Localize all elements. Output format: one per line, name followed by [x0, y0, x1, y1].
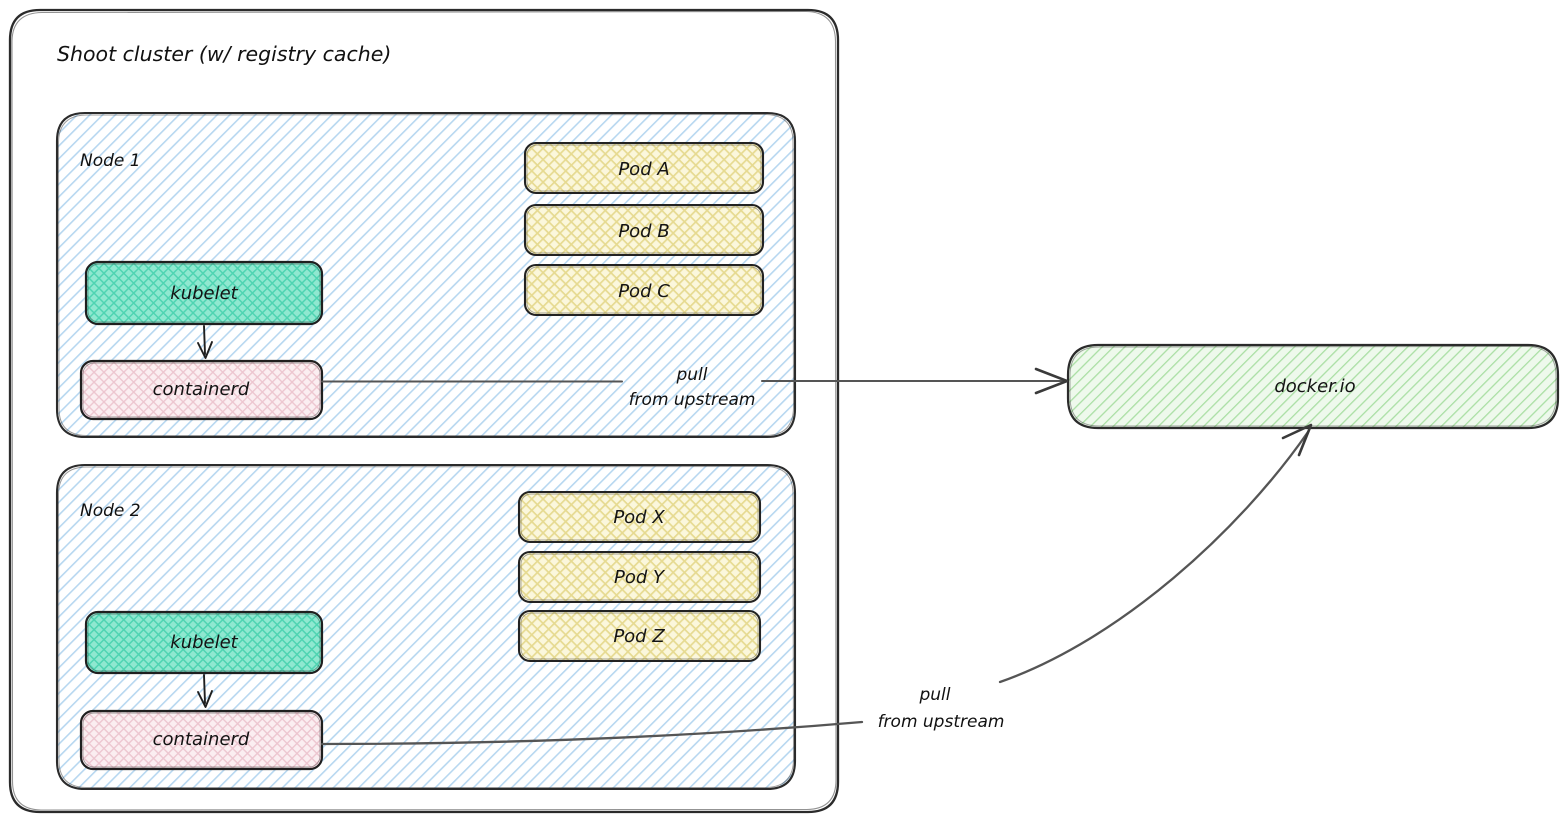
kubelet-to-containerd-arrow	[197, 674, 213, 708]
pod-label: Pod A	[618, 159, 669, 180]
kubelet-to-containerd-arrow	[197, 325, 213, 359]
pod-label: Pod Z	[613, 626, 665, 647]
cluster-title: Shoot cluster (w/ registry cache)	[57, 42, 391, 66]
pod-label: Pod X	[613, 507, 665, 528]
containerd-box[interactable]: containerd	[79, 709, 324, 771]
containerd-label: containerd	[153, 729, 250, 750]
pod-label: Pod B	[618, 221, 669, 242]
kubelet-box[interactable]: kubelet	[84, 610, 324, 675]
edge-label-pull-line2: from upstream	[629, 390, 756, 410]
kubelet-box[interactable]: kubelet	[84, 260, 324, 326]
edge-node1-pull: pull from upstream	[320, 365, 1069, 410]
containerd-box[interactable]: containerd	[79, 359, 324, 421]
node-1-components: kubelet containerd	[79, 260, 324, 421]
pod-box[interactable]: Pod Y	[517, 550, 762, 604]
registry-label: docker.io	[1274, 376, 1355, 397]
node-2-pods: Pod X Pod Y Pod Z	[517, 490, 762, 663]
registry-box[interactable]: docker.io	[1066, 343, 1560, 430]
pod-box[interactable]: Pod Z	[517, 609, 762, 663]
pod-label: Pod Y	[614, 567, 666, 588]
edge-label-pull-line2: from upstream	[878, 712, 1005, 732]
kubelet-label: kubelet	[170, 632, 238, 653]
node-2-label: Node 2	[80, 501, 141, 521]
node-2-container: Node 2	[55, 463, 797, 791]
edge-label-pull-line1: pull	[918, 685, 950, 705]
node-1-label: Node 1	[80, 151, 141, 171]
pod-label: Pod C	[618, 281, 670, 302]
pod-box[interactable]: Pod B	[523, 203, 765, 257]
edge-node2-pull: pull from upstream	[320, 423, 1313, 746]
node-2-components: kubelet containerd	[79, 610, 324, 771]
containerd-label: containerd	[153, 379, 250, 400]
pod-box[interactable]: Pod C	[523, 263, 765, 317]
pod-box[interactable]: Pod X	[517, 490, 762, 544]
kubelet-label: kubelet	[170, 283, 238, 304]
pod-box[interactable]: Pod A	[523, 141, 765, 195]
edge-label-pull-line1: pull	[675, 365, 707, 385]
node-1-pods: Pod A Pod B Pod C	[523, 141, 765, 317]
